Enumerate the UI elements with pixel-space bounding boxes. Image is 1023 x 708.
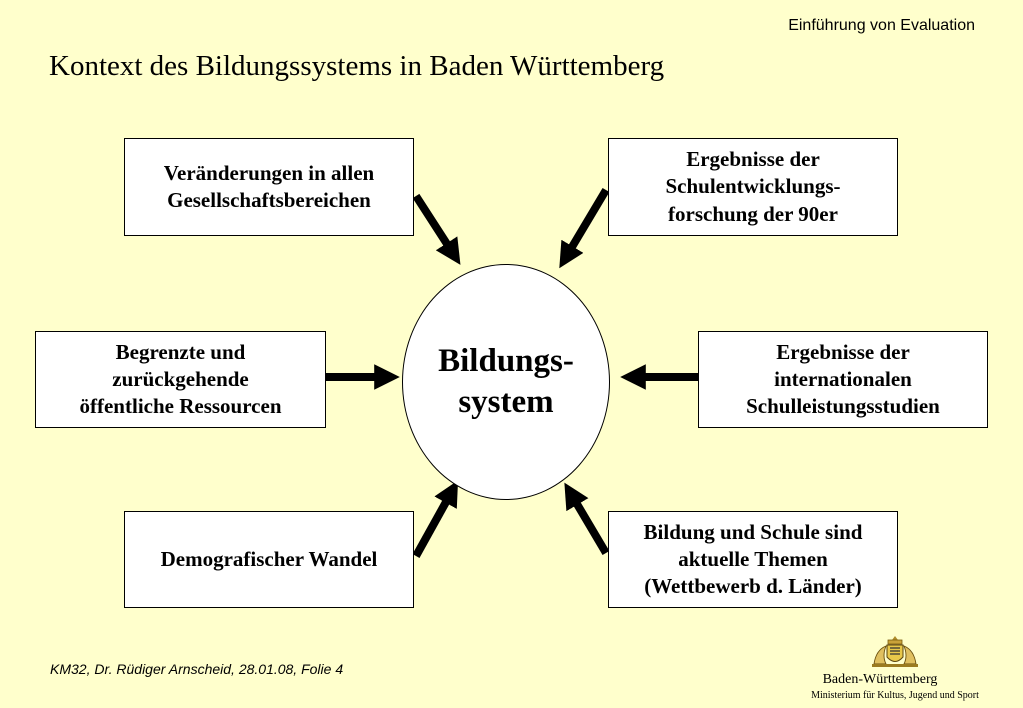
center-line-2: system — [458, 384, 554, 420]
box-line: Begrenzte und — [115, 339, 246, 364]
box-line: forschung der 90er — [668, 201, 838, 226]
box-line: Bildung und Schule sind — [643, 519, 863, 544]
arrow-bottom-left — [412, 480, 459, 558]
box-middle-left: Begrenzte und zurückgehende öffentliche … — [35, 331, 326, 428]
box-line: Demografischer Wandel — [160, 546, 378, 571]
logo-ministry: Ministerium für Kultus, Jugend und Sport — [811, 690, 979, 701]
box-line: Schulentwicklungs- — [665, 174, 841, 199]
coat-of-arms-icon — [872, 636, 918, 667]
box-line: Ergebnisse der — [686, 147, 820, 172]
arrow-top-left — [412, 193, 461, 265]
box-bottom-right: Bildung und Schule sind aktuelle Themen … — [608, 511, 898, 608]
presentation-subtitle: Einführung von Evaluation — [788, 17, 975, 34]
box-top-right: Ergebnisse der Schulentwicklungs- forsch… — [608, 138, 898, 236]
box-line: öffentliche Ressourcen — [79, 394, 282, 419]
box-line: Ergebnisse der — [776, 339, 910, 364]
box-line: Gesellschaftsbereichen — [167, 188, 371, 212]
slide-title: Kontext des Bildungssystems in Baden Wür… — [49, 50, 665, 82]
box-line: zurückgehende — [112, 366, 249, 391]
center-line-1: Bildungs- — [438, 342, 574, 379]
arrow-top-right — [559, 187, 610, 269]
box-line: (Wettbewerb d. Länder) — [644, 574, 862, 599]
box-line: Veränderungen in allen — [163, 160, 375, 185]
box-middle-right: Ergebnisse der internationalen Schulleis… — [698, 331, 988, 428]
logo-name: Baden-Württemberg — [822, 672, 938, 687]
box-bottom-left: Demografischer Wandel — [124, 511, 414, 608]
box-line: Schulleistungsstudien — [746, 394, 940, 419]
arrow-bottom-right — [564, 482, 610, 556]
center-node-bildungssystem: Bildungs- system — [402, 264, 610, 500]
box-line: aktuelle Themen — [678, 546, 828, 571]
footer-citation: KM32, Dr. Rüdiger Arnscheid, 28.01.08, F… — [50, 661, 344, 677]
box-top-left: Veränderungen in allen Gesellschaftsbere… — [124, 138, 414, 236]
box-line: internationalen — [774, 366, 912, 391]
